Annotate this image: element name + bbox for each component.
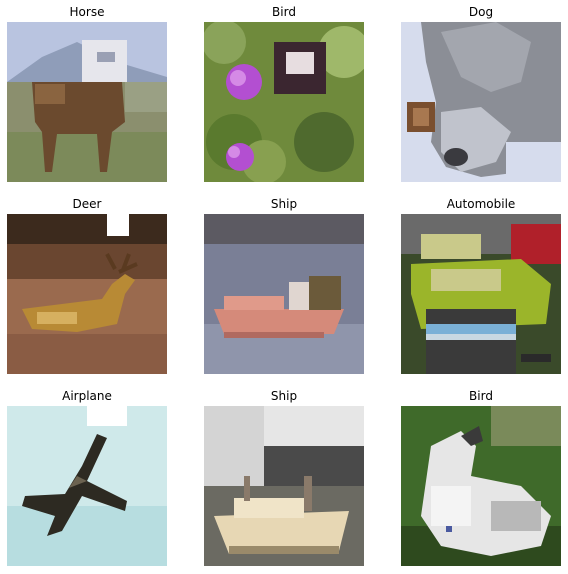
- image-cell-9: Bird: [401, 384, 561, 566]
- image-cell-1: Horse: [7, 0, 167, 182]
- bird-image: [204, 22, 364, 182]
- image-cell-3: Dog: [401, 0, 561, 182]
- ship-image: [204, 406, 364, 566]
- image-title: Ship: [270, 389, 298, 403]
- image-cell-8: Ship: [204, 384, 364, 566]
- image-cell-5: Ship: [204, 192, 364, 374]
- image-cell-6: Automobile: [401, 192, 561, 374]
- bird-image: [401, 406, 561, 566]
- deer-image: [7, 214, 167, 374]
- ship-image: [204, 214, 364, 374]
- image-title: Bird: [272, 5, 296, 19]
- automobile-image: [401, 214, 561, 374]
- image-cell-4: Deer: [7, 192, 167, 374]
- image-cell-7: Airplane: [7, 384, 167, 566]
- bird-photo-icon: [204, 22, 364, 182]
- airplane-photo-icon: [7, 406, 167, 566]
- dog-photo-icon: [401, 22, 561, 182]
- horse-image: [7, 22, 167, 182]
- horse-photo-icon: [7, 22, 167, 182]
- image-title: Deer: [72, 197, 102, 211]
- airplane-image: [7, 406, 167, 566]
- image-title: Dog: [468, 5, 494, 19]
- automobile-photo-icon: [401, 214, 561, 374]
- image-title: Horse: [69, 5, 105, 19]
- image-cell-2: Bird: [204, 0, 364, 182]
- deer-photo-icon: [7, 214, 167, 374]
- ship-photo-icon: [204, 406, 364, 566]
- image-title: Ship: [270, 197, 298, 211]
- bird-photo-icon: [401, 406, 561, 566]
- image-title: Airplane: [62, 389, 112, 403]
- ship-photo-icon: [204, 214, 364, 374]
- image-title: Bird: [469, 389, 493, 403]
- dog-image: [401, 22, 561, 182]
- image-title: Automobile: [446, 197, 516, 211]
